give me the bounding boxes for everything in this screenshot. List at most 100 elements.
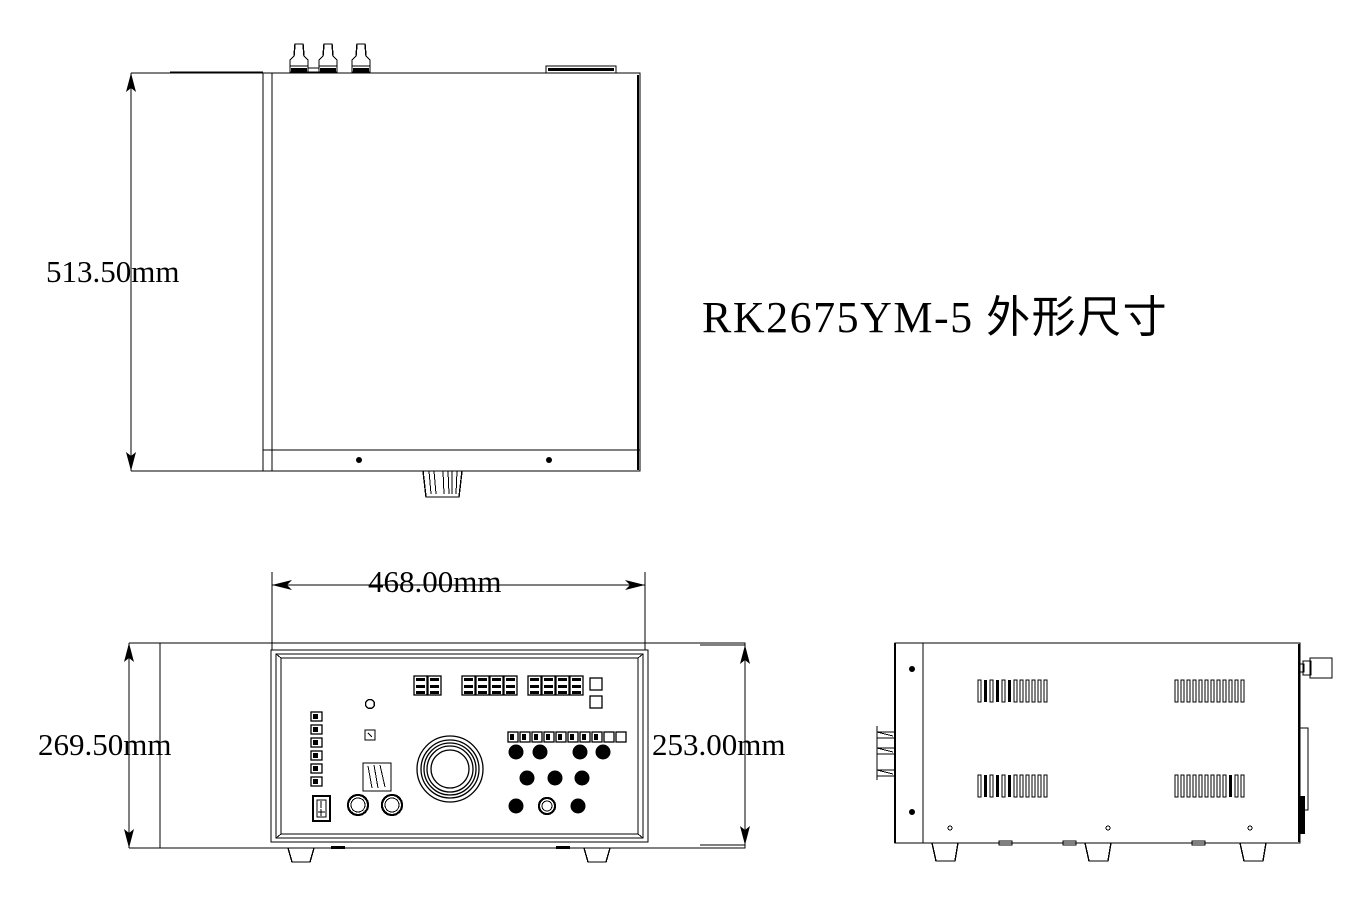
terminal-post bbox=[351, 43, 371, 67]
vent-slot bbox=[1198, 774, 1203, 798]
connector-plug-neck bbox=[1302, 660, 1312, 676]
small-square-mark bbox=[367, 732, 373, 738]
rotary-knob-ring-2 bbox=[420, 739, 480, 799]
led-cell bbox=[555, 731, 567, 743]
led-cell-fill bbox=[522, 734, 526, 740]
seven-segment-digit bbox=[427, 675, 442, 696]
front-bezel-outer bbox=[270, 649, 649, 843]
indicator-lamp-fill bbox=[313, 740, 318, 745]
screw-dot bbox=[546, 457, 552, 463]
segment bbox=[416, 678, 425, 681]
vent-slot bbox=[1216, 679, 1221, 703]
side-view-feet bbox=[931, 840, 1267, 862]
led-cell-fill bbox=[510, 734, 514, 740]
vent-slot bbox=[1192, 774, 1197, 798]
led-cell bbox=[615, 731, 627, 743]
foot-pad bbox=[998, 840, 1013, 846]
indicator-lamp-fill bbox=[313, 779, 318, 784]
handle-bracket-fill bbox=[548, 68, 614, 71]
foot bbox=[931, 842, 959, 862]
foot bbox=[287, 847, 315, 863]
small-led-circle bbox=[364, 698, 376, 710]
led-cell-fill bbox=[594, 734, 598, 740]
dim-arrow-down bbox=[740, 826, 750, 845]
vent-slot bbox=[1008, 680, 1011, 702]
foot bbox=[1239, 842, 1267, 862]
led-cell bbox=[543, 731, 555, 743]
power-switch-rocker bbox=[316, 799, 327, 818]
fixture-blade bbox=[367, 764, 386, 789]
seven-segment-digit bbox=[461, 675, 476, 696]
dim-arrow-left bbox=[272, 580, 292, 590]
vent-slot bbox=[1037, 774, 1042, 798]
segment bbox=[530, 678, 539, 681]
vent-slot bbox=[1180, 679, 1185, 703]
display-small bbox=[413, 675, 442, 696]
vent-slot bbox=[1031, 679, 1036, 703]
dimension-top-view-height bbox=[126, 72, 263, 472]
segment bbox=[544, 685, 553, 688]
segment bbox=[544, 678, 553, 681]
dim-arrow-right bbox=[625, 580, 645, 590]
vent-slot bbox=[1001, 679, 1006, 703]
led-cell-fill bbox=[570, 734, 574, 740]
vent-slot bbox=[1019, 679, 1024, 703]
terminal-post-bridge bbox=[308, 67, 319, 73]
vent-slot bbox=[1192, 679, 1197, 703]
display-mid bbox=[461, 675, 518, 696]
push-button-mark bbox=[551, 774, 559, 782]
side-view-body bbox=[894, 642, 1301, 844]
segment bbox=[464, 678, 473, 681]
vent-slot bbox=[1240, 774, 1245, 798]
rotary-knob-center bbox=[430, 749, 470, 789]
led-cell bbox=[603, 731, 615, 743]
panel-screw bbox=[909, 666, 915, 672]
led-cell bbox=[579, 731, 591, 743]
vent-slot bbox=[1019, 774, 1024, 798]
segment bbox=[492, 685, 501, 688]
rotary-knob-ring-4 bbox=[426, 745, 474, 793]
vent-slot bbox=[1240, 679, 1245, 703]
vent-slot bbox=[1008, 775, 1011, 797]
foot-pad bbox=[1191, 840, 1206, 846]
led-cell bbox=[531, 731, 543, 743]
foot bbox=[1084, 842, 1112, 862]
vent-slot bbox=[1229, 775, 1232, 797]
dimension-label-top-height: 513.50mm bbox=[46, 254, 180, 289]
segment bbox=[530, 691, 539, 694]
vent-slot bbox=[1037, 679, 1042, 703]
indicator-lamp-fill bbox=[313, 766, 318, 771]
vent-slot bbox=[1204, 679, 1209, 703]
vent-grille-top-right bbox=[1174, 679, 1245, 703]
vent-slot bbox=[1174, 679, 1179, 703]
indicator-lamp-fill bbox=[313, 753, 318, 758]
connector-plug-base bbox=[1299, 663, 1305, 673]
segment bbox=[430, 678, 439, 681]
seven-segment-digit bbox=[541, 675, 556, 696]
segment bbox=[478, 685, 487, 688]
terminal-knob-inner bbox=[384, 797, 400, 813]
front-view bbox=[159, 642, 746, 863]
display-main bbox=[527, 675, 584, 696]
side-view bbox=[876, 642, 1333, 862]
push-button-mark bbox=[576, 748, 584, 756]
indicator-lamp bbox=[310, 763, 323, 774]
vent-slot bbox=[989, 679, 994, 703]
led-cell-fill bbox=[546, 734, 550, 740]
vent-slot bbox=[1210, 679, 1215, 703]
led-cell bbox=[567, 731, 579, 743]
segment bbox=[430, 685, 439, 688]
dimension-label-front-width: 468.00mm bbox=[368, 564, 502, 599]
rotary-knob bbox=[416, 735, 484, 803]
screw-dot bbox=[356, 457, 362, 463]
fan-duct bbox=[422, 470, 463, 498]
rotary-knob-ring-outer bbox=[416, 735, 484, 803]
segment bbox=[558, 685, 567, 688]
top-view-body bbox=[262, 72, 641, 472]
led-cell bbox=[591, 731, 603, 743]
vent-slot bbox=[1234, 774, 1239, 798]
seven-segment-digit bbox=[527, 675, 542, 696]
vent-slot bbox=[1222, 774, 1227, 798]
segment bbox=[506, 685, 515, 688]
front-view-feet bbox=[287, 846, 611, 863]
